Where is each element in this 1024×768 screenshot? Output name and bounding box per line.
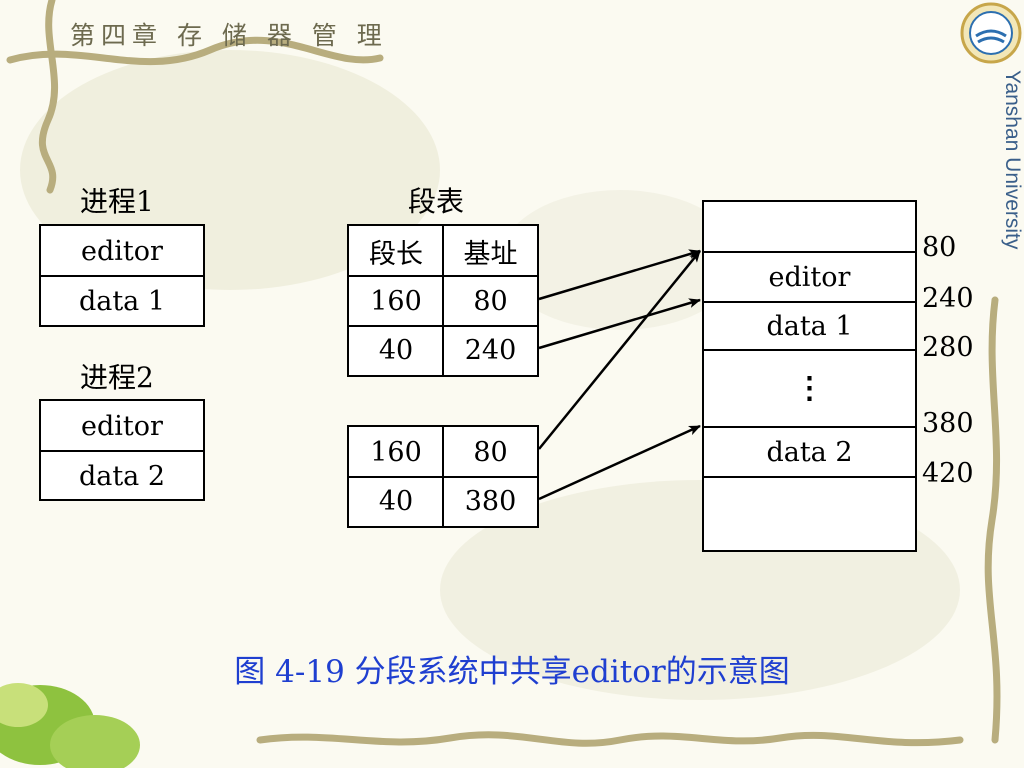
header-length: 段长	[369, 238, 423, 270]
table2-row2-length: 40	[378, 486, 414, 517]
address-label: 80	[922, 232, 957, 263]
segment-table-2: 160 80 40 380	[347, 425, 539, 528]
segment-table-title: 段表	[408, 185, 465, 218]
table1-row2-length: 40	[378, 335, 414, 366]
memory-block-data1: data 1	[766, 310, 853, 342]
segment-table-1: 段长 基址 160 80 40 240	[347, 224, 539, 377]
address-label: 240	[922, 283, 974, 314]
table2-row1-length: 160	[370, 436, 422, 468]
table1-row1-length: 160	[370, 285, 422, 317]
memory-ellipsis: ⋮	[794, 371, 825, 406]
table1-row2-base: 240	[464, 335, 517, 366]
process1-box: editor data 1	[39, 224, 205, 327]
address-label: 380	[922, 408, 974, 439]
header-base: 基址	[463, 238, 518, 270]
address-label: 420	[922, 458, 974, 489]
memory-block-data2: data 2	[766, 436, 853, 468]
table2-row1-base: 80	[473, 436, 508, 468]
address-label: 280	[922, 332, 974, 363]
table2-row2-base: 380	[464, 486, 517, 517]
main-memory: editor data 1 ⋮ data 2	[702, 200, 917, 552]
chapter-header: 第四章 存 储 器 管 理	[70, 21, 388, 50]
process1-segment-editor: editor	[81, 235, 163, 267]
process1-segment-data: data 1	[78, 285, 166, 317]
university-logo	[960, 2, 1022, 64]
university-name: Yanshan University	[1001, 70, 1024, 250]
process2-title: 进程2	[80, 361, 154, 394]
memory-block-editor: editor	[768, 261, 851, 293]
process2-box: editor data 2	[39, 399, 205, 501]
process2-segment-data: data 2	[78, 460, 166, 492]
table1-row1-base: 80	[473, 285, 508, 317]
figure-caption: 图 4-19 分段系统中共享editor的示意图	[234, 654, 790, 690]
process1-title: 进程1	[80, 185, 154, 218]
process2-segment-editor: editor	[81, 410, 163, 442]
